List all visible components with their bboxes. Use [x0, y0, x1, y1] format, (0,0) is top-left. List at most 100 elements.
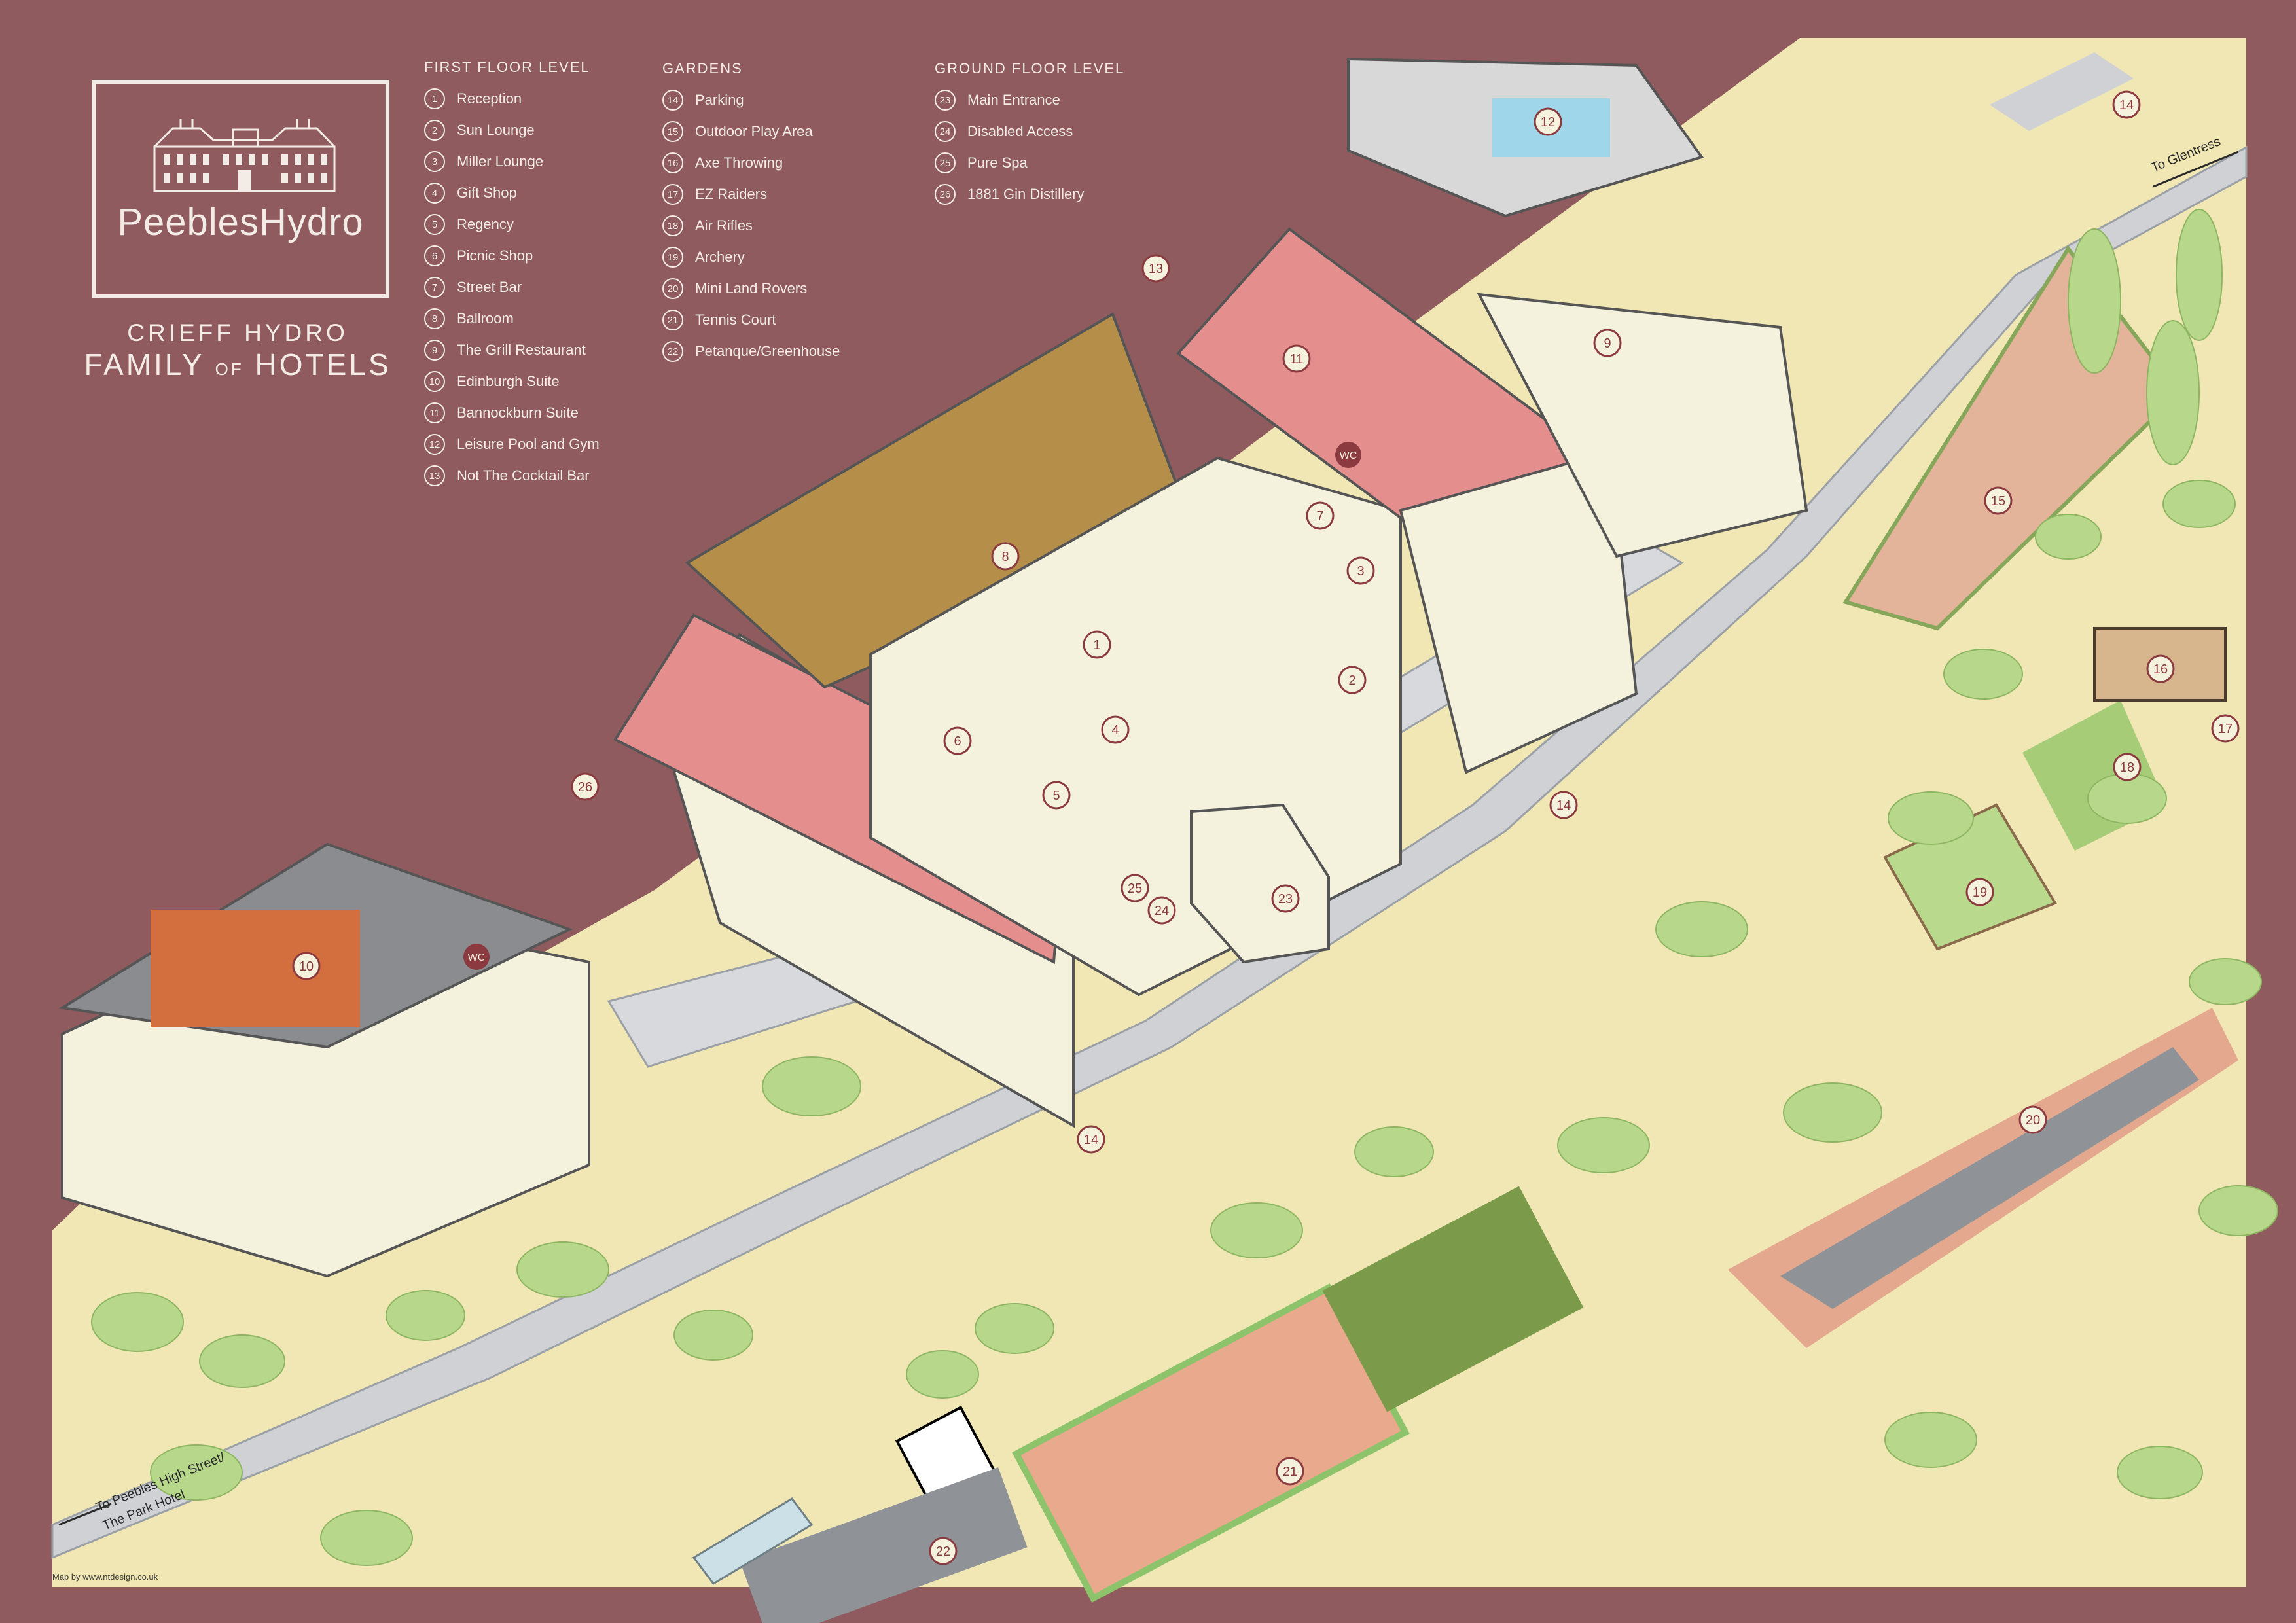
- legend-label: Mini Land Rovers: [695, 280, 808, 296]
- marker-9: [1593, 329, 1622, 357]
- legend-number: 14: [662, 90, 683, 111]
- upper-parking-area: [1937, 38, 2246, 164]
- svg-text:20: 20: [2026, 1113, 2040, 1128]
- legend-item: 15 Outdoor Play Area: [662, 116, 840, 147]
- svg-text:14: 14: [1084, 1133, 1098, 1147]
- legend-label: Sun Lounge: [457, 122, 535, 138]
- edinburgh-suite-room: [151, 910, 360, 1027]
- legend-label: Ballroom: [457, 310, 514, 327]
- main-hotel-roof-left: [613, 613, 1069, 965]
- marker-24: [1147, 896, 1176, 925]
- svg-text:11: 11: [1290, 352, 1304, 366]
- leisure-pool: [1492, 98, 1610, 157]
- svg-text:To Peebles High Street/: To Peebles High Street/: [94, 1450, 227, 1514]
- hotel-name: PeeblesHydro: [117, 201, 364, 243]
- main-hotel-right-tower: [1399, 450, 1638, 774]
- legend-label: Not The Cocktail Bar: [457, 467, 590, 484]
- archery-zone: [1883, 803, 2057, 951]
- legend-number: 23: [935, 90, 956, 111]
- legend-item: 11 Bannockburn Suite: [424, 397, 600, 429]
- legend-number: 17: [662, 184, 683, 205]
- marker-1: [1083, 630, 1111, 659]
- svg-text:18: 18: [2120, 760, 2134, 775]
- svg-text:9: 9: [1604, 336, 1611, 351]
- legend-label: Picnic Shop: [457, 247, 533, 264]
- main-entrance-portico: [1190, 803, 1330, 964]
- marker-13: [1141, 254, 1170, 283]
- legend-number: 15: [662, 121, 683, 142]
- legend-number: 11: [424, 402, 445, 423]
- marker-22: [929, 1537, 958, 1565]
- legend-label: Miller Lounge: [457, 153, 544, 169]
- marker-19: [1965, 878, 1994, 906]
- marker-4: [1101, 715, 1130, 744]
- greenhouse: [692, 1497, 814, 1585]
- legend-heading: GROUND FLOOR LEVEL: [935, 60, 1125, 77]
- svg-text:1: 1: [1093, 638, 1100, 652]
- legend-number: 2: [424, 120, 445, 141]
- family-line-2: FAMILY OF HOTELS: [84, 348, 391, 382]
- svg-text:25: 25: [1128, 882, 1142, 896]
- ballroom-hall: [685, 312, 1193, 689]
- legend-label: Petanque/Greenhouse: [695, 343, 840, 359]
- marker-20: [2018, 1105, 2047, 1134]
- svg-text:5: 5: [1052, 789, 1060, 803]
- marker-14-mid: [1549, 791, 1578, 819]
- svg-text:19: 19: [1973, 885, 1987, 900]
- marker-12: [1534, 107, 1562, 136]
- marker-14-low: [1077, 1125, 1105, 1154]
- marker-15: [1984, 486, 2013, 515]
- legend-label: Air Rifles: [695, 217, 753, 234]
- legend-number: 26: [935, 184, 956, 205]
- svg-text:8: 8: [1001, 550, 1009, 564]
- legend-label: Outdoor Play Area: [695, 123, 813, 139]
- legend-label: Bannockburn Suite: [457, 404, 579, 421]
- legend-number: 3: [424, 151, 445, 172]
- legend-item: 6 Picnic Shop: [424, 240, 600, 272]
- track-loop: [1780, 1047, 2199, 1309]
- svg-text:21: 21: [1283, 1465, 1297, 1479]
- legend-label: Edinburgh Suite: [457, 373, 560, 389]
- building-frontage-road: [607, 535, 1684, 1068]
- wc-label: WC: [1340, 450, 1357, 461]
- legend-label: Regency: [457, 216, 514, 232]
- legend-number: 12: [424, 434, 445, 455]
- marker-7: [1306, 501, 1335, 530]
- marker-10: [292, 952, 321, 980]
- legend-label: Leisure Pool and Gym: [457, 436, 600, 452]
- svg-text:24: 24: [1155, 904, 1169, 918]
- marker-11: [1282, 344, 1311, 373]
- leisure-building-left: [61, 908, 590, 1278]
- svg-text:22: 22: [936, 1544, 950, 1559]
- hotel-building-icon: [153, 119, 336, 192]
- svg-text:3: 3: [1357, 564, 1364, 579]
- air-rifle-zone: [2022, 700, 2166, 851]
- tree-cluster: [91, 209, 2278, 1566]
- svg-text:26: 26: [578, 780, 592, 794]
- direction-high-street: To Peebles High Street/ The Park Hotel: [58, 1450, 227, 1533]
- marker-26: [571, 772, 600, 801]
- legend-number: 4: [424, 183, 445, 204]
- marker-17: [2211, 714, 2240, 743]
- garden-lawn: [1322, 1186, 1584, 1412]
- legend-number: 6: [424, 245, 445, 266]
- marker-16: [2146, 654, 2175, 683]
- chessboard: [895, 1405, 997, 1507]
- svg-text:14: 14: [2119, 98, 2134, 113]
- legend-number: 25: [935, 152, 956, 173]
- legend-heading: GARDENS: [662, 60, 743, 77]
- main-hotel-roof-right: [1176, 227, 1600, 578]
- marker-6: [943, 726, 972, 755]
- legend-number: 7: [424, 277, 445, 298]
